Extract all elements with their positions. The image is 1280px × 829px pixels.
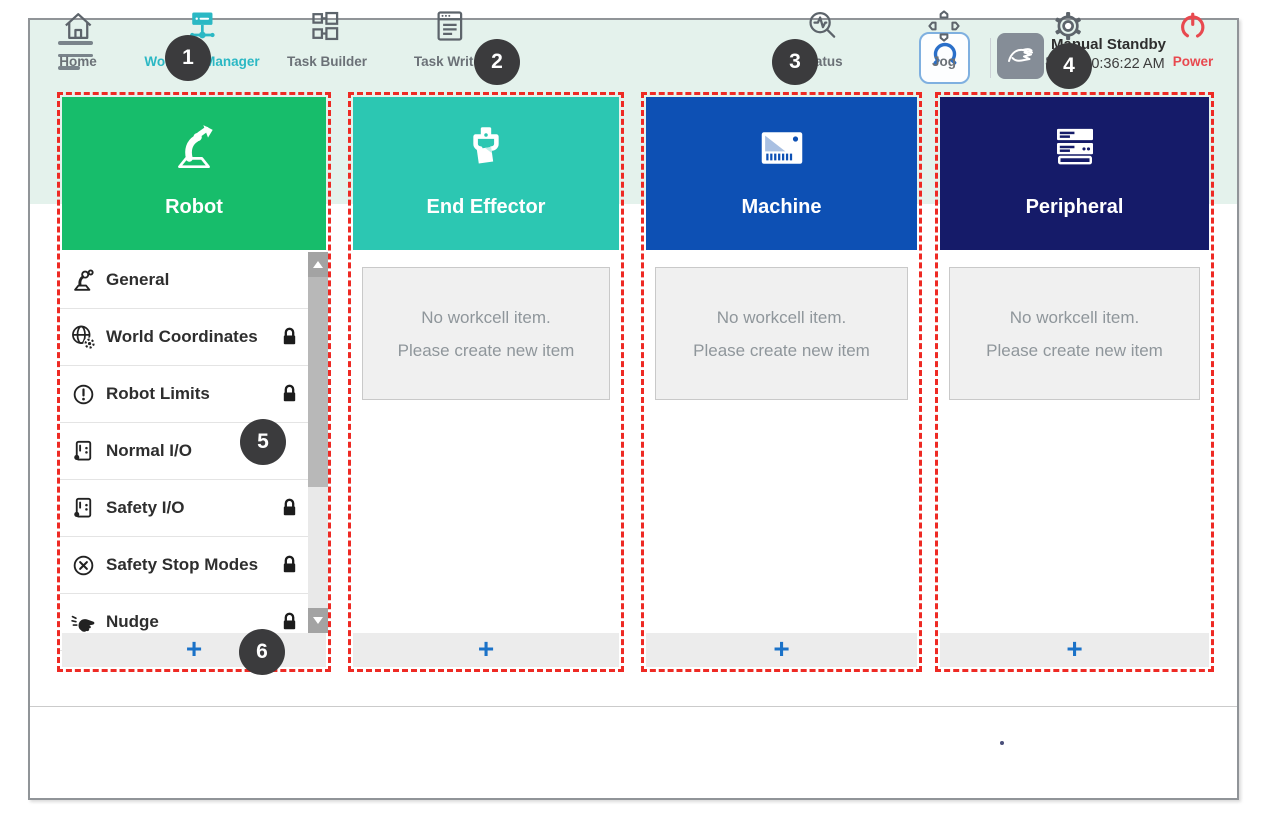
callout-badge-4: 4 xyxy=(1046,43,1092,89)
add-machine-item-button[interactable]: + xyxy=(646,633,917,667)
nav-label: Task Builder xyxy=(286,54,368,69)
gear-icon xyxy=(1050,8,1086,49)
list-item-world-coordinates[interactable]: World Coordinates xyxy=(60,309,308,366)
list-item-label: Normal I/O xyxy=(106,441,192,460)
nav-label: Jog xyxy=(931,54,956,69)
empty-panel-line2: Please create new item xyxy=(693,340,870,360)
peripheral-category-header[interactable]: Peripheral xyxy=(940,97,1209,250)
status-pulse-icon xyxy=(804,8,840,49)
empty-panel-line1: No workcell item. xyxy=(716,307,847,327)
lock-icon xyxy=(281,327,298,351)
callout-badge-6: 6 xyxy=(239,629,285,675)
end-effector-category-label: End Effector xyxy=(426,196,546,218)
list-item-label: Safety Stop Modes xyxy=(106,555,259,574)
end-effector-empty-panel: No workcell item. Please create new item xyxy=(362,267,610,400)
gripper-icon xyxy=(459,121,513,180)
plus-icon: + xyxy=(185,632,203,664)
end-effector-category-header[interactable]: End Effector xyxy=(353,97,619,250)
nudge-hand-icon xyxy=(68,609,98,636)
stop-circle-icon xyxy=(68,552,98,579)
robot-arm-icon xyxy=(167,121,221,180)
callout-badge-3: 3 xyxy=(772,39,818,85)
scrollbar-thumb[interactable] xyxy=(308,277,328,487)
robot-column: Robot General xyxy=(57,92,331,672)
machine-empty-panel: No workcell item. Please create new item xyxy=(655,267,908,400)
alert-circle-icon xyxy=(68,381,98,408)
world-globe-icon xyxy=(68,323,98,351)
lock-icon xyxy=(281,612,298,636)
scroll-up-button[interactable] xyxy=(308,252,328,277)
io-port-icon xyxy=(68,438,98,465)
topbar-divider xyxy=(990,38,991,78)
power-icon xyxy=(1175,8,1211,49)
machine-category-label: Machine xyxy=(741,196,822,218)
lock-icon xyxy=(281,384,298,408)
robot-arm-icon xyxy=(68,267,98,294)
peripheral-category-label: Peripheral xyxy=(1025,196,1124,218)
empty-panel-line1: No workcell item. xyxy=(421,307,551,327)
list-item-label: Safety I/O xyxy=(106,498,185,517)
list-item-general[interactable]: General xyxy=(60,252,308,309)
io-port-icon xyxy=(68,495,98,522)
plus-icon: + xyxy=(477,632,495,664)
end-effector-column: End Effector No workcell item. Please cr… xyxy=(348,92,624,672)
home-icon xyxy=(60,8,96,49)
callout-badge-1: 1 xyxy=(165,35,211,81)
task-builder-icon xyxy=(309,8,345,49)
gripper-claw-icon xyxy=(928,40,962,77)
nav-task-builder[interactable]: Task Builder xyxy=(287,8,367,69)
menu-button[interactable] xyxy=(58,41,94,71)
nav-label: Power xyxy=(1172,54,1214,69)
callout-badge-2: 2 xyxy=(474,39,520,85)
list-item-label: Robot Limits xyxy=(106,384,210,403)
list-item-robot-limits[interactable]: Robot Limits xyxy=(60,366,308,423)
triangle-down-icon xyxy=(313,617,323,624)
nav-label: Task Writer xyxy=(413,54,487,69)
list-item-label: World Coordinates xyxy=(106,327,258,346)
scroll-down-button[interactable] xyxy=(308,608,328,633)
task-writer-icon xyxy=(432,8,468,49)
plus-icon: + xyxy=(1066,632,1083,664)
jog-dpad-icon xyxy=(926,8,962,49)
lock-icon xyxy=(281,498,298,522)
add-end-effector-item-button[interactable]: + xyxy=(353,633,619,667)
manual-mode-button[interactable] xyxy=(997,33,1044,79)
list-item-safety-io[interactable]: Safety I/O xyxy=(60,480,308,537)
plus-icon: + xyxy=(773,632,790,664)
machine-icon xyxy=(755,121,809,180)
add-peripheral-item-button[interactable]: + xyxy=(940,633,1209,667)
peripheral-column: Peripheral No workcell item. Please crea… xyxy=(935,92,1214,672)
list-scrollbar xyxy=(308,252,328,633)
robot-category-label: Robot xyxy=(165,196,223,218)
list-item-safety-stop-modes[interactable]: Safety Stop Modes xyxy=(60,537,308,594)
nav-label: Home xyxy=(59,54,97,69)
nav-home[interactable]: Home xyxy=(59,8,97,69)
nav-power[interactable]: Power xyxy=(1172,8,1214,69)
machine-column: Machine No workcell item. Please create … xyxy=(641,92,922,672)
hand-gesture-icon xyxy=(1005,39,1037,74)
server-stack-icon xyxy=(1048,121,1102,180)
bottom-navbar xyxy=(30,706,1237,798)
empty-panel-line2: Please create new item xyxy=(397,340,575,360)
nav-task-writer[interactable]: Task Writer xyxy=(414,8,486,69)
add-robot-item-button[interactable]: + xyxy=(62,633,326,667)
empty-panel-line2: Please create new item xyxy=(986,340,1163,360)
nav-separator-dot xyxy=(1000,741,1004,745)
robot-mode-button[interactable] xyxy=(919,32,970,84)
empty-panel-line1: No workcell item. xyxy=(1009,307,1140,327)
robot-category-header[interactable]: Robot xyxy=(62,97,326,250)
peripheral-empty-panel: No workcell item. Please create new item xyxy=(949,267,1200,400)
machine-category-header[interactable]: Machine xyxy=(646,97,917,250)
callout-badge-5: 5 xyxy=(240,419,286,465)
list-item-label: General xyxy=(106,270,170,289)
nav-jog[interactable]: Jog xyxy=(926,8,962,69)
triangle-up-icon xyxy=(313,261,323,268)
list-item-label: Nudge xyxy=(106,612,159,631)
lock-icon xyxy=(281,555,298,579)
